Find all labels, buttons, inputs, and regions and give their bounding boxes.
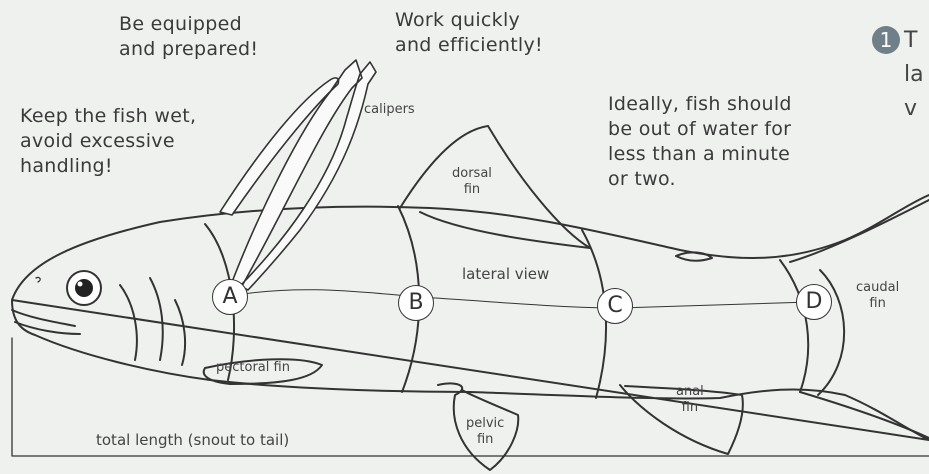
label-total-length: total length (snout to tail) <box>96 431 290 449</box>
label-lateral-view: lateral view <box>462 265 550 283</box>
label-pectoral-fin: pectoral fin <box>216 360 290 375</box>
calipers-outline <box>219 59 377 291</box>
note-out-of-water: Ideally, fish should be out of water for… <box>608 93 792 190</box>
label-anal-fin: anal fin <box>676 384 704 415</box>
fish-body-outline <box>11 194 929 441</box>
point-b: B <box>398 285 434 321</box>
label-pelvic-fin: pelvic fin <box>466 416 505 447</box>
note-keep-wet: Keep the fish wet, avoid excessive handl… <box>20 105 197 177</box>
pectoral-fin-outline <box>202 358 323 385</box>
label-caudal-fin: caudal fin <box>856 280 900 311</box>
step-number-badge: 1 <box>872 26 900 54</box>
point-a: A <box>212 279 248 315</box>
note-work-quickly: Work quickly and efficiently! <box>395 9 543 56</box>
note-be-equipped: Be equipped and prepared! <box>119 13 259 60</box>
pelvic-fin-outline <box>437 382 520 471</box>
label-dorsal-fin: dorsal fin <box>452 166 492 197</box>
point-d: D <box>796 284 832 320</box>
point-c: C <box>597 288 633 324</box>
dorsal-fin-outline <box>399 125 591 249</box>
label-calipers: calipers <box>364 102 415 117</box>
caudal-fin-outline <box>789 199 929 439</box>
step-text-cutoff: T la v <box>904 28 924 121</box>
anal-fin-outline <box>619 384 744 455</box>
